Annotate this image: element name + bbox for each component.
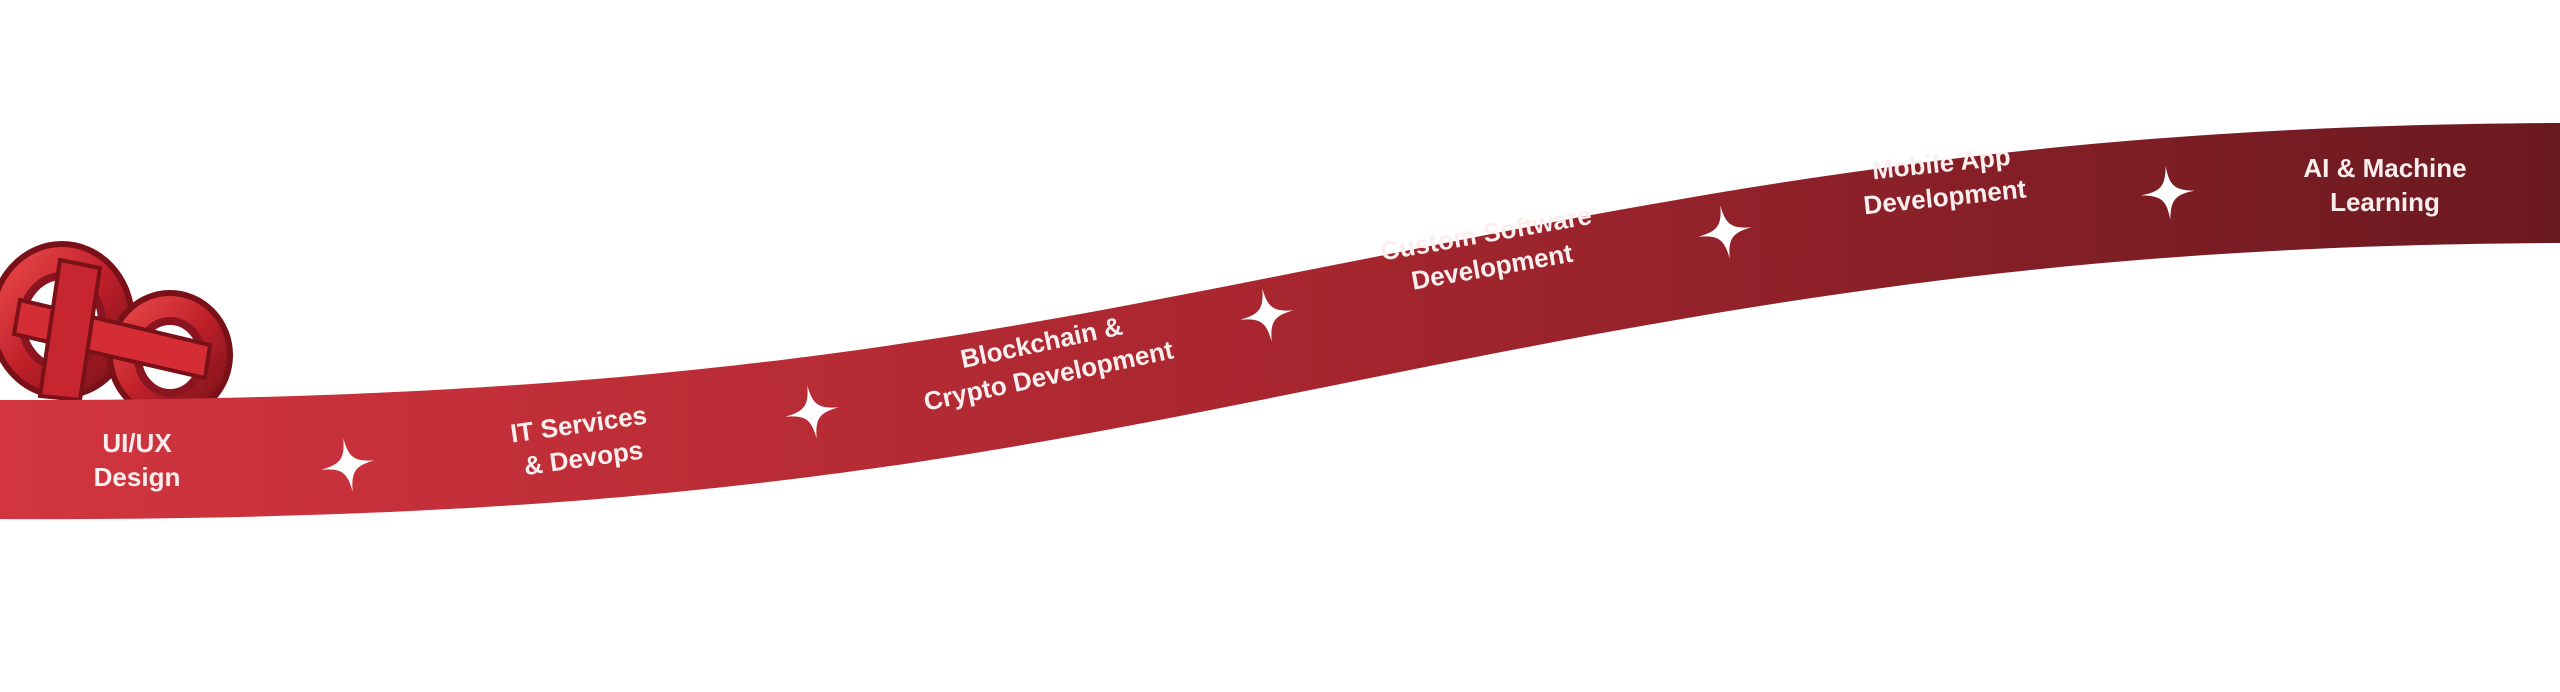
sparkle-icon (1240, 288, 1294, 342)
service-ui-ux-design: UI/UX Design (47, 426, 227, 494)
service-line: AI & Machine (2303, 153, 2467, 183)
ribbon-band (0, 123, 2560, 520)
sparkle-icon (321, 438, 375, 492)
service-line: UI/UX (102, 428, 172, 458)
service-line: Learning (2330, 187, 2440, 217)
sparkle-icon (785, 385, 839, 439)
sparkle-icon (1698, 205, 1752, 259)
logo-icon (0, 241, 233, 420)
service-line: Design (93, 462, 181, 492)
sparkle-icon (2141, 166, 2195, 220)
